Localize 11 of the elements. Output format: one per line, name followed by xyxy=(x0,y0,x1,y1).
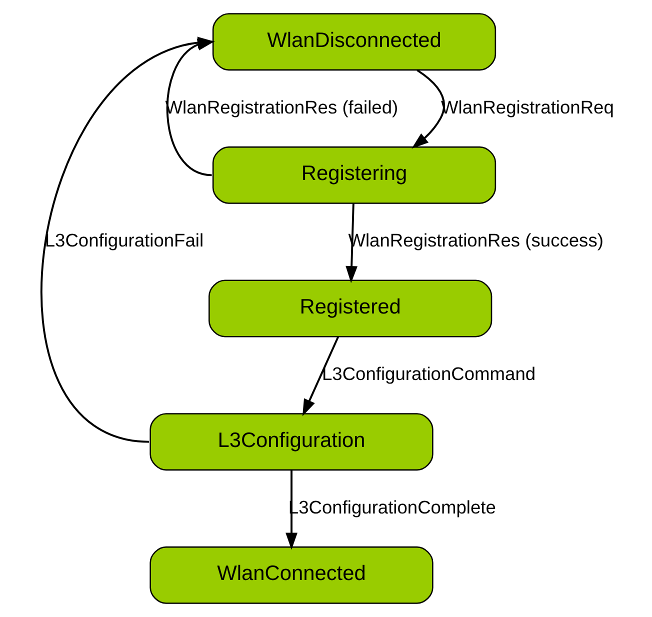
node-box: WlanDisconnected xyxy=(212,13,496,71)
arrow xyxy=(285,470,297,550)
edge-label: L3ConfigurationFail xyxy=(44,230,204,251)
node-box: WlanConnected xyxy=(149,546,433,604)
arrow xyxy=(302,336,339,416)
arrow xyxy=(411,69,444,149)
arrow xyxy=(345,204,358,284)
node-box: L3Configuration xyxy=(149,413,433,471)
edge-label: L3ConfigurationCommand xyxy=(321,363,536,384)
node-box: Registered xyxy=(208,280,492,338)
node-box: Registering xyxy=(212,146,496,204)
